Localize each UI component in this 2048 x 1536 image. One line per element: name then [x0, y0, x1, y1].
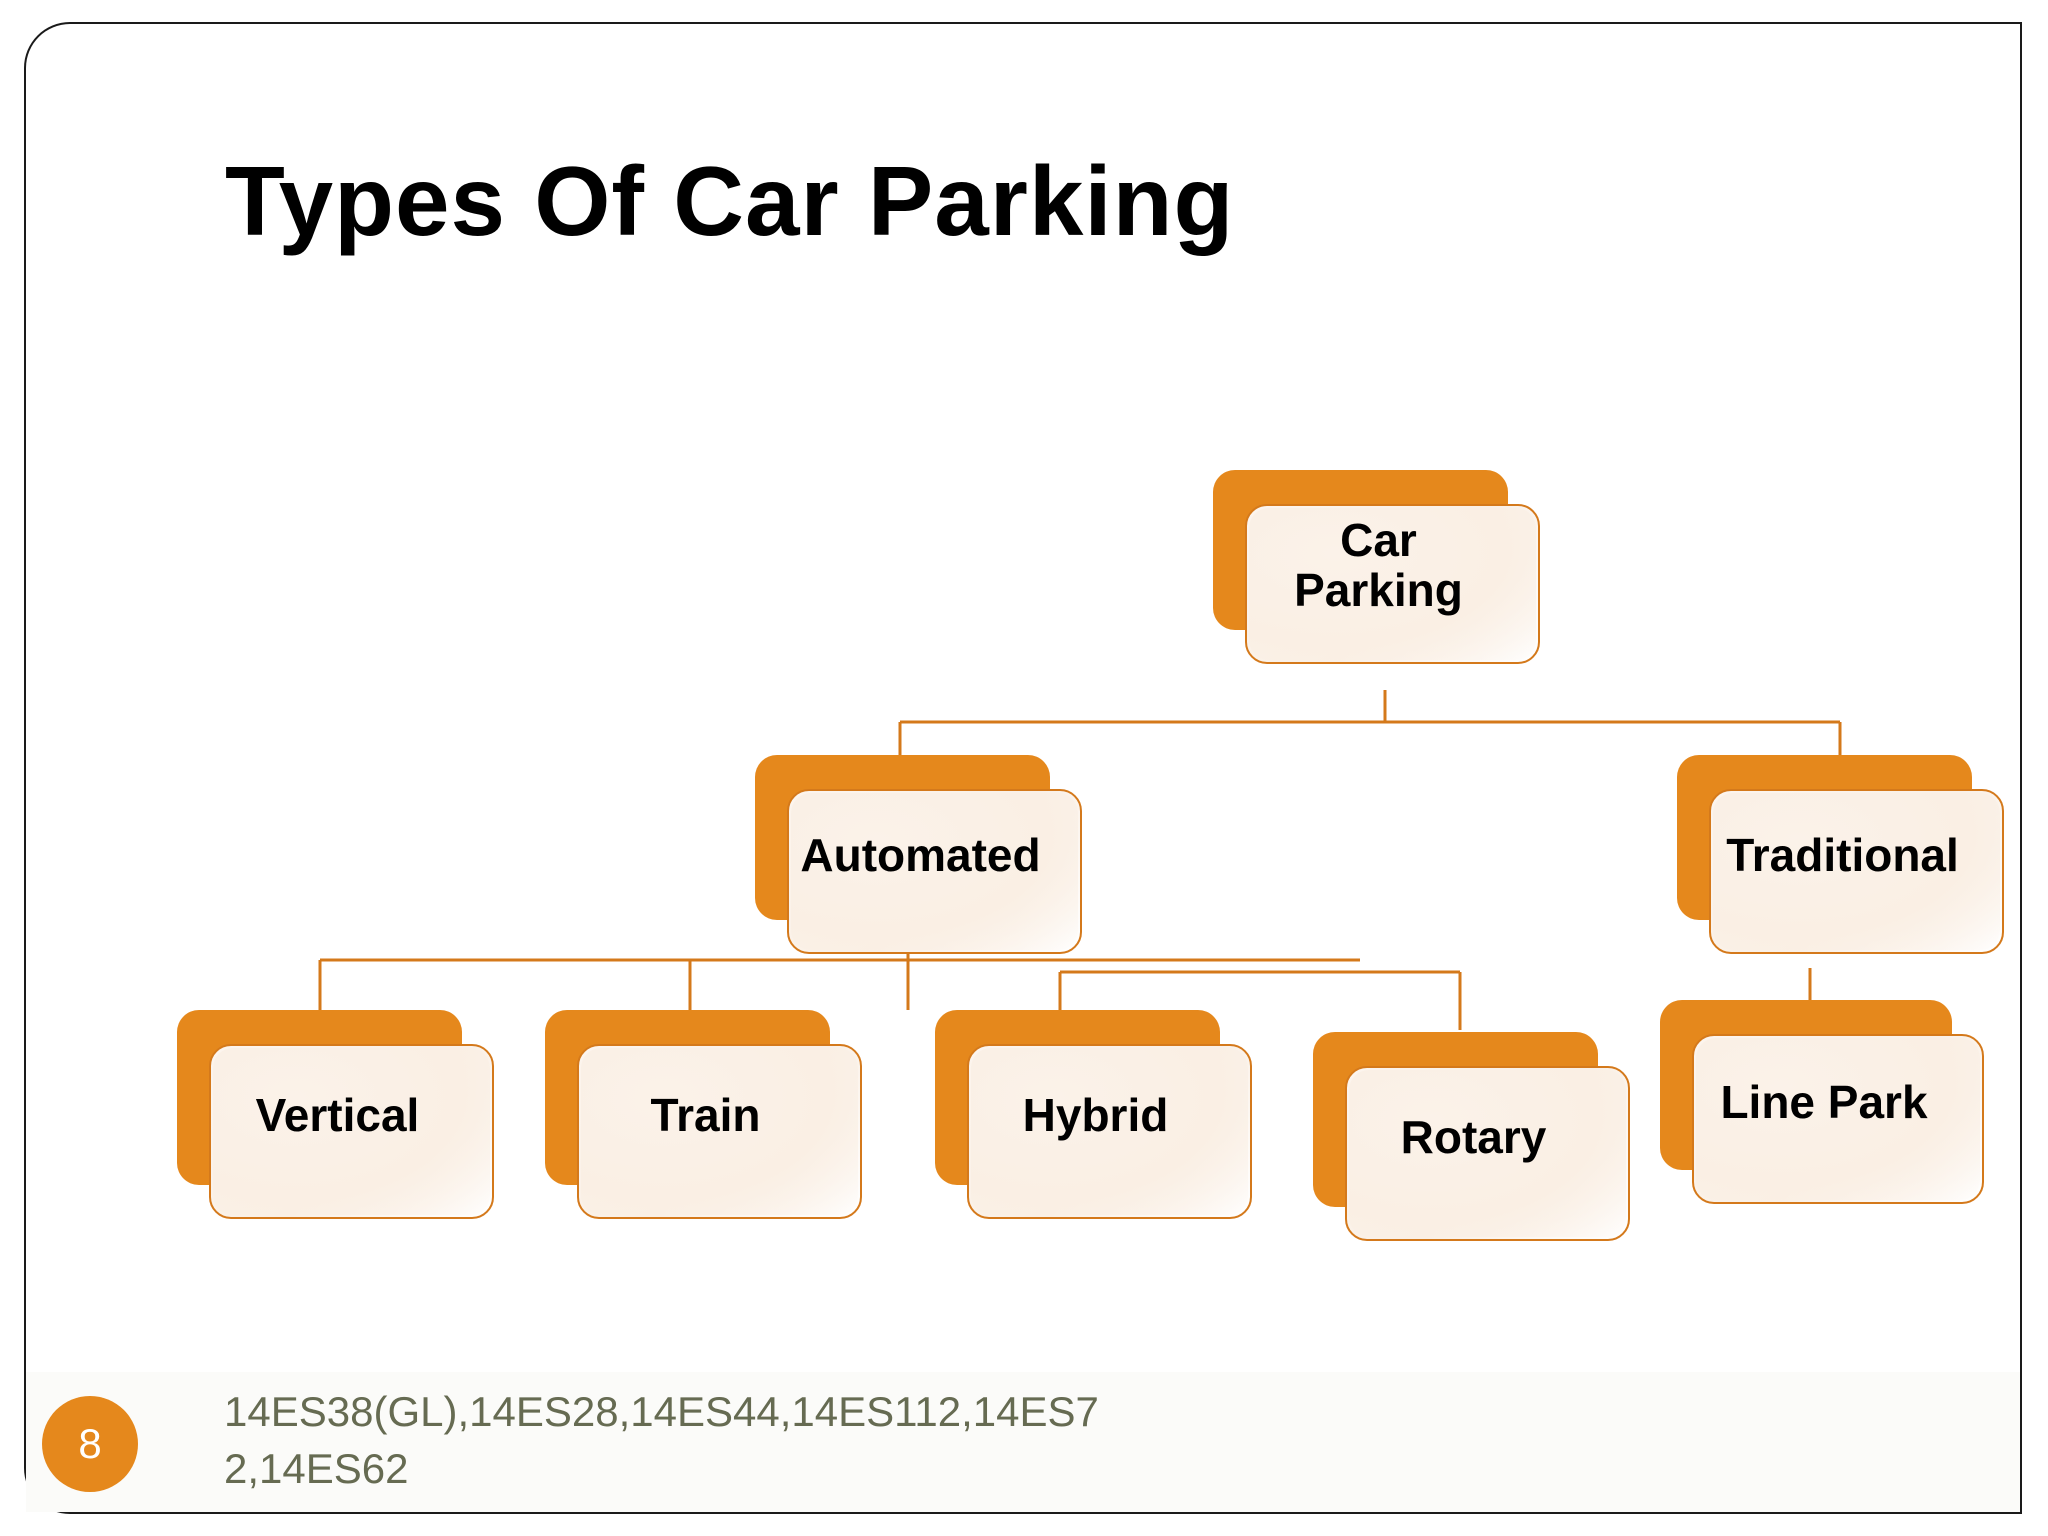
node-label: Rotary: [1400, 1110, 1547, 1163]
node-label: Automated: [800, 828, 1041, 881]
node-hybrid[interactable]: Hybrid: [935, 1010, 1252, 1219]
node-face: Hybrid: [967, 1044, 1252, 1219]
node-label: Vertical: [255, 1088, 420, 1141]
page-title: Types Of Car Parking: [225, 146, 1235, 256]
slide-frame-border-right: [2020, 22, 2022, 1514]
node-face: Automated: [787, 789, 1082, 954]
node-label: Hybrid: [1022, 1088, 1169, 1141]
node-face: Car Parking: [1245, 504, 1540, 664]
node-face: Train: [577, 1044, 862, 1219]
node-rotary[interactable]: Rotary: [1313, 1032, 1630, 1241]
node-train[interactable]: Train: [545, 1010, 862, 1219]
node-face: Rotary: [1345, 1066, 1630, 1241]
node-traditional[interactable]: Traditional: [1677, 755, 2004, 954]
footer-band: [26, 1372, 2020, 1512]
node-label: Traditional: [1726, 828, 1959, 881]
node-vertical[interactable]: Vertical: [177, 1010, 494, 1219]
node-line-park[interactable]: Line Park: [1660, 1000, 1984, 1204]
node-face: Vertical: [209, 1044, 494, 1219]
footer-roll-numbers: 14ES38(GL),14ES28,14ES44,14ES112,14ES7 2…: [224, 1388, 1099, 1492]
node-face: Traditional: [1709, 789, 2004, 954]
node-automated[interactable]: Automated: [755, 755, 1082, 954]
page-number-badge: 8: [42, 1396, 138, 1492]
node-label: Train: [650, 1088, 761, 1141]
node-label: Line Park: [1720, 1076, 1928, 1129]
page-number-label: 8: [78, 1420, 102, 1467]
node-label: Car Parking: [1294, 514, 1463, 616]
node-car-parking[interactable]: Car Parking: [1213, 470, 1540, 664]
node-face: Line Park: [1692, 1034, 1984, 1204]
